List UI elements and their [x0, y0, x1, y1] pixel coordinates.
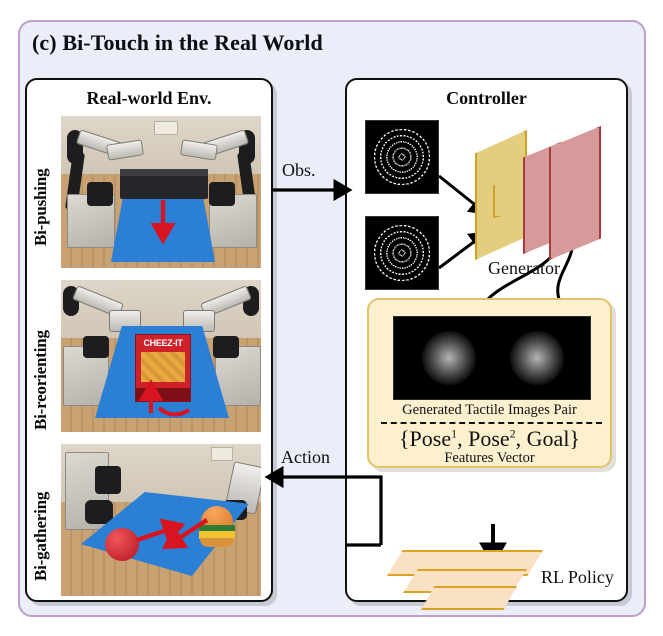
burger-toy-object — [199, 506, 235, 548]
tactile-input-image-2 — [365, 216, 439, 290]
generated-tactile-images — [393, 316, 591, 400]
dark-block — [120, 173, 208, 199]
apple-object — [105, 528, 139, 561]
rl-policy-label: RL Policy — [541, 567, 614, 587]
photo-bi-reorienting: CHEEZ-IT — [61, 280, 261, 432]
features-vector-caption: Features Vector — [444, 450, 535, 466]
obs-label: Obs. — [282, 160, 316, 180]
red-arrow-reorient — [138, 379, 191, 417]
photo-bi-gathering — [61, 444, 261, 596]
card-divider — [381, 422, 602, 424]
figure-title: (c) Bi-Touch in the Real World — [32, 30, 323, 55]
controller-panel: Controller — [345, 78, 628, 610]
generated-images-caption: Generated Tactile Images Pair — [402, 402, 577, 418]
tactile-blob-left — [422, 331, 476, 385]
env-panel-title: Real-world Env. — [86, 88, 212, 108]
features-formula: {Pose1, Pose2, Goal} — [398, 426, 580, 451]
red-arrows-gather — [136, 518, 209, 550]
controller-panel-title: Controller — [446, 88, 527, 108]
real-world-env-panel: Real-world Env. Bi-pushing — [25, 78, 273, 602]
tactile-input-image-1 — [365, 120, 439, 194]
tactile-blob-right — [510, 331, 564, 385]
red-arrow-push — [150, 200, 176, 245]
photo-bi-pushing — [61, 116, 261, 268]
cracker-box-brand: CHEEZ-IT — [143, 338, 183, 348]
action-label: Action — [281, 447, 330, 467]
generator-label: Generator — [488, 258, 560, 278]
generator-decoder-plane-2 — [549, 126, 601, 260]
generated-output-card: Generated Tactile Images Pair {Pose1, Po… — [367, 298, 612, 468]
